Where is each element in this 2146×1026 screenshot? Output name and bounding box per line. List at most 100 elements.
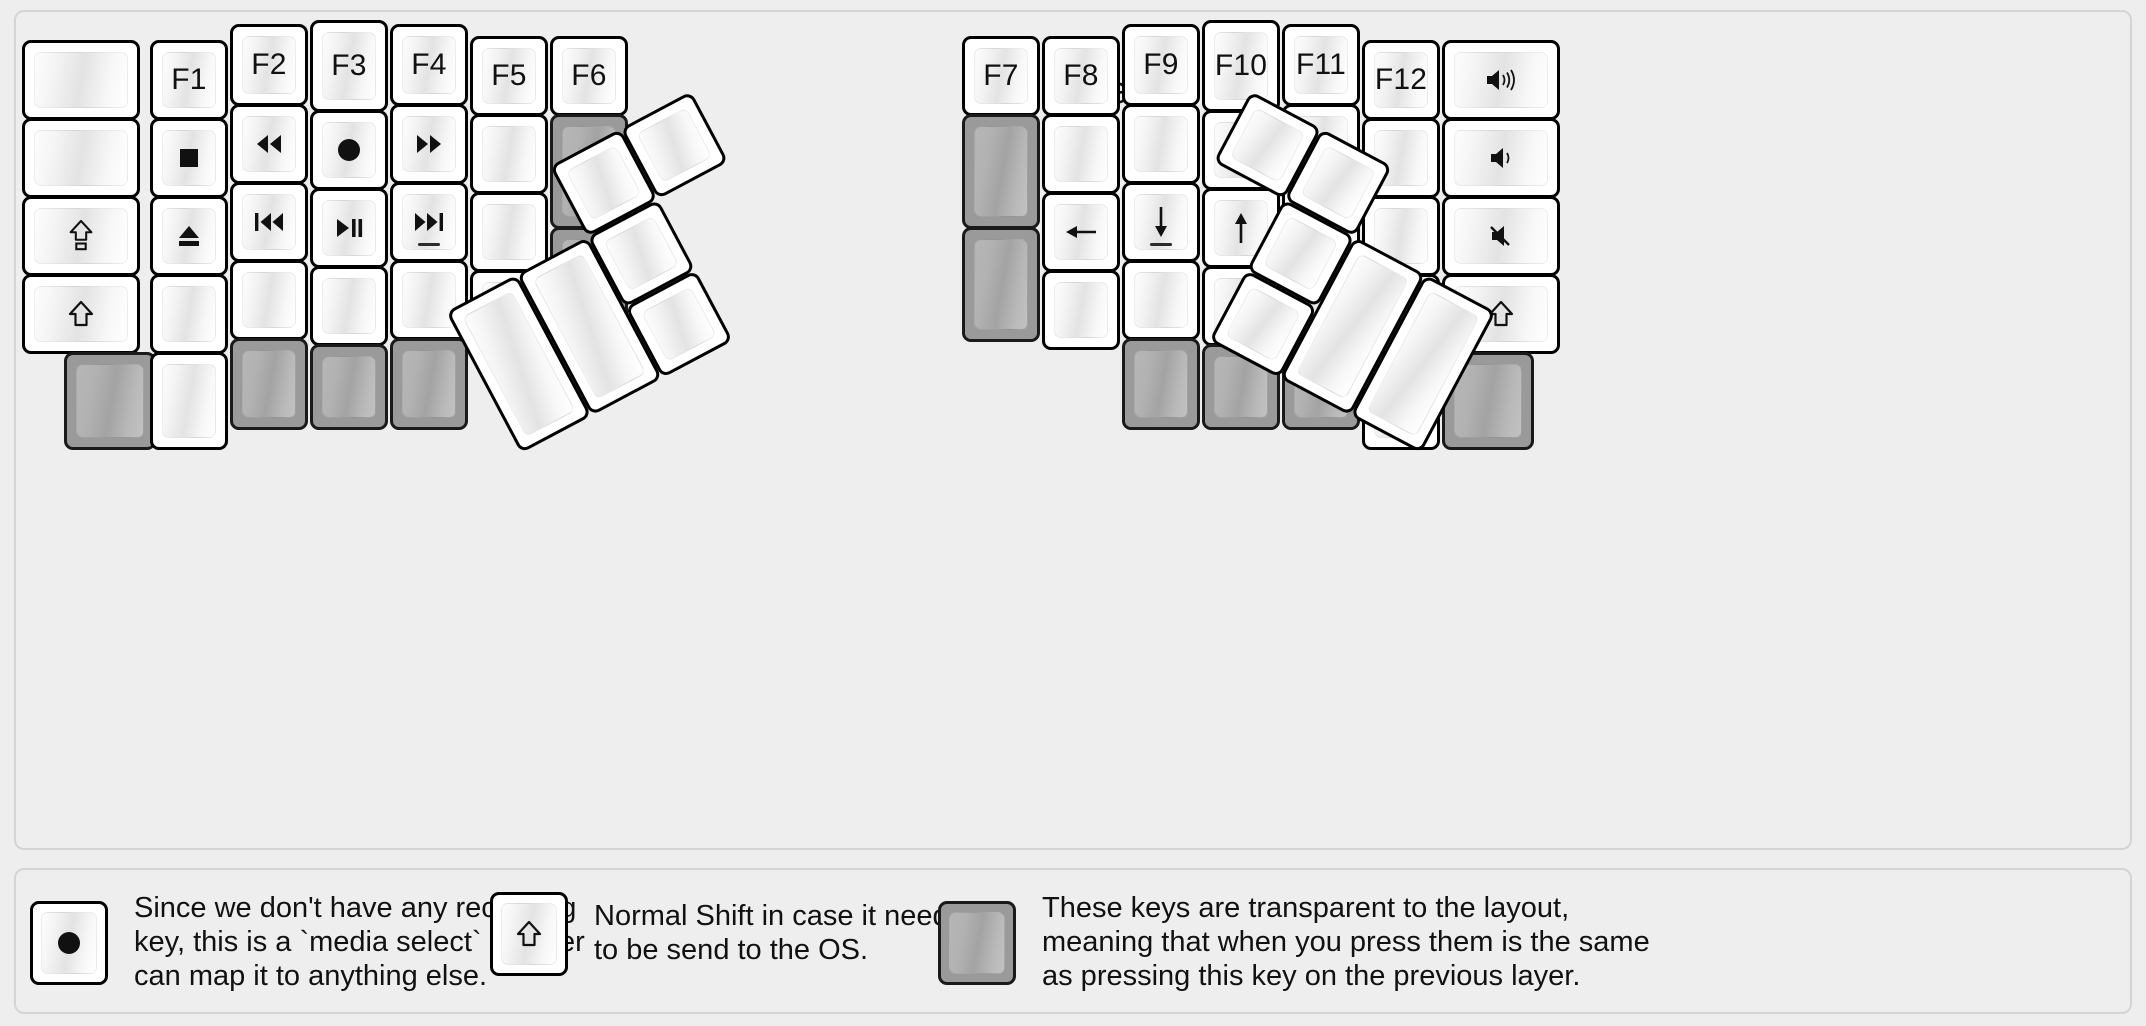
key-left-f2-transparent[interactable]	[230, 338, 308, 430]
key-left-outer-transparent[interactable]	[64, 352, 156, 450]
key-left-f5[interactable]: F5	[470, 36, 548, 116]
key-left-f2[interactable]: F2	[230, 24, 308, 106]
key-label: F1	[171, 63, 207, 96]
homing-bar	[418, 243, 440, 246]
key-right-volume-mute[interactable]	[1442, 196, 1560, 276]
shift-icon	[516, 920, 542, 948]
key-right-f9-transparent[interactable]	[1122, 338, 1200, 430]
key-label: F5	[491, 59, 527, 92]
key-cap	[242, 194, 296, 250]
volume-mute-icon	[1488, 223, 1514, 249]
key-left-media-prev-track[interactable]	[230, 182, 308, 262]
legend-text-shift: Normal Shift in case it needs to be send…	[594, 900, 964, 966]
key-right-arrow-left[interactable]	[1042, 192, 1120, 272]
legend-key-record	[30, 900, 108, 985]
key-cap	[402, 194, 456, 250]
key-cap	[949, 911, 1005, 974]
key-right-f7-transparent-2[interactable]	[962, 227, 1040, 342]
key-cap	[162, 208, 216, 264]
key-label: F8	[1063, 59, 1099, 92]
key-cap: F6	[562, 48, 616, 104]
key-cap	[1229, 107, 1306, 184]
key-left-f3-r4[interactable]	[310, 266, 388, 346]
key-cap	[1454, 208, 1548, 264]
key-right-outer-transparent[interactable]	[1442, 352, 1534, 450]
key-left-f3[interactable]: F3	[310, 20, 388, 112]
key-cap	[1054, 282, 1108, 338]
key-left-f1[interactable]: F1	[150, 40, 228, 120]
key-left-media-next-track[interactable]	[390, 182, 468, 262]
key-cap: F12	[1374, 52, 1428, 108]
key-label: F6	[571, 59, 607, 92]
key-cap	[402, 272, 456, 328]
key-right-volume-down[interactable]	[1442, 118, 1560, 198]
key-cap: F1	[162, 52, 216, 108]
key-right-arrow-up[interactable]	[1202, 188, 1280, 268]
key-cap: F5	[482, 48, 536, 104]
key-left-media-rewind[interactable]	[230, 104, 308, 184]
key-left-f1-r4[interactable]	[150, 274, 228, 354]
key-left-f6[interactable]: F6	[550, 36, 628, 116]
key-cap	[34, 52, 128, 108]
key-label: F3	[331, 49, 367, 82]
legend-text-transparent: These keys are transparent to the layout…	[1042, 892, 1650, 992]
key-left-f4-transparent[interactable]	[390, 338, 468, 430]
key-left-outer-r2[interactable]	[22, 118, 140, 198]
key-right-f7-transparent-1[interactable]	[962, 114, 1040, 229]
key-cap	[162, 364, 216, 438]
legend-item-transparent: These keys are transparent to the layout…	[938, 892, 1650, 994]
key-label: F10	[1214, 49, 1268, 82]
key-right-f9-r4[interactable]	[1122, 260, 1200, 340]
key-cap: F9	[1134, 36, 1188, 94]
key-left-media-eject[interactable]	[150, 196, 228, 276]
key-left-f2-r4[interactable]	[230, 260, 308, 340]
key-cap	[1454, 364, 1522, 438]
key-left-media-play-pause[interactable]	[310, 188, 388, 268]
key-label: F7	[983, 59, 1019, 92]
key-right-volume-up[interactable]	[1442, 40, 1560, 120]
media-stop-icon	[177, 146, 201, 170]
key-right-f8[interactable]: F8	[1042, 36, 1120, 116]
key-cap	[1134, 272, 1188, 328]
key-right-f11[interactable]: F11	[1282, 24, 1360, 106]
key-left-outer-r1[interactable]	[22, 40, 140, 120]
key-left-outer-shift[interactable]	[22, 274, 140, 354]
key-cap	[974, 239, 1028, 330]
key-cap	[1262, 215, 1339, 292]
key-cap	[1454, 52, 1548, 108]
key-right-f9-r2[interactable]	[1122, 104, 1200, 184]
key-right-f8-r2[interactable]	[1042, 114, 1120, 194]
media-record-icon	[336, 137, 362, 163]
key-cap	[162, 130, 216, 186]
key-left-f3-transparent[interactable]	[310, 344, 388, 430]
key-cap	[322, 122, 376, 178]
key-label: F11	[1295, 48, 1347, 81]
key-cap	[242, 272, 296, 328]
legend-item-record: Since we don't have any recording key, t…	[30, 892, 585, 994]
key-right-f12[interactable]: F12	[1362, 40, 1440, 120]
key-left-media-record[interactable]	[310, 110, 388, 190]
key-left-f5-r2[interactable]	[470, 114, 548, 194]
key-right-f9[interactable]: F9	[1122, 24, 1200, 106]
legend-item-shift: Normal Shift in case it needs to be send…	[490, 892, 963, 976]
key-left-media-stop[interactable]	[150, 118, 228, 198]
arrow-left-icon	[1064, 221, 1098, 243]
key-left-media-fast-forward[interactable]	[390, 104, 468, 184]
key-left-outer-capslock-shift[interactable]	[22, 196, 140, 276]
key-cap	[1225, 286, 1301, 362]
key-right-arrow-down[interactable]	[1122, 182, 1200, 262]
key-left-f4-r4[interactable]	[390, 260, 468, 340]
key-right-f7[interactable]: F7	[962, 36, 1040, 116]
key-right-f8-r4[interactable]	[1042, 270, 1120, 350]
keyboard-panel: fn Layer F1	[14, 10, 2132, 850]
key-cap	[565, 144, 642, 221]
key-left-f4[interactable]: F4	[390, 24, 468, 106]
media-eject-icon	[176, 223, 202, 249]
key-right-f10[interactable]: F10	[1202, 20, 1280, 112]
key-cap	[322, 356, 376, 418]
key-left-f1-r5[interactable]	[150, 352, 228, 450]
key-cap	[242, 350, 296, 418]
key-left-f5-r3[interactable]	[470, 192, 548, 272]
key-cap	[76, 364, 144, 438]
